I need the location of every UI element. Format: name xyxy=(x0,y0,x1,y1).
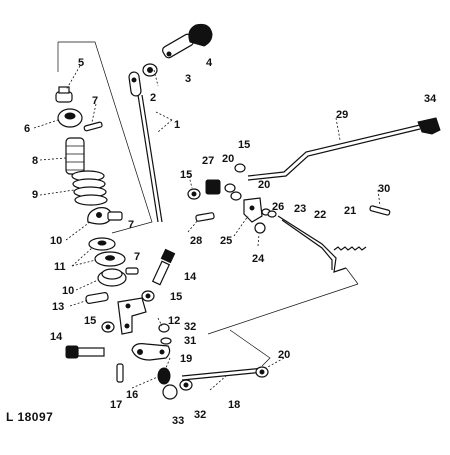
part-18-rod xyxy=(181,367,265,381)
part-15-nut-c xyxy=(187,188,201,200)
callout-label: 7 xyxy=(92,95,98,107)
part-12-bracket xyxy=(117,297,147,335)
part-4-knob xyxy=(188,23,213,47)
callout-label: 20 xyxy=(278,349,290,361)
callout-label: 20 xyxy=(258,179,270,191)
callout-label: 10 xyxy=(50,235,62,247)
part-10-cup-upper xyxy=(87,207,113,225)
callout-label: 7 xyxy=(128,219,134,231)
callout-label: 26 xyxy=(272,201,284,213)
part-6-washer xyxy=(57,108,83,128)
part-32-nut-lower xyxy=(179,379,193,391)
part-1-rod xyxy=(128,71,163,223)
part-31-washer xyxy=(160,337,172,345)
part-13-link xyxy=(85,292,109,304)
callout-label: 15 xyxy=(170,291,182,303)
part-17-pin xyxy=(116,363,124,383)
callout-label: 6 xyxy=(24,123,30,135)
callout-label: 27 xyxy=(202,155,214,167)
part-15-nut-b xyxy=(101,321,115,333)
callout-label: 15 xyxy=(238,139,250,151)
part-10-cup-lower xyxy=(97,268,127,287)
part-32-nut-upper xyxy=(158,323,170,333)
callout-label: 17 xyxy=(110,399,122,411)
callout-label: 13 xyxy=(52,301,64,313)
part-14-bolt-lower xyxy=(65,345,105,359)
callout-label: 32 xyxy=(194,409,206,421)
figure-id-label: L 18097 xyxy=(6,410,54,424)
callout-label: 5 xyxy=(78,57,84,69)
part-30-pin xyxy=(369,205,391,216)
callout-label: 23 xyxy=(294,203,306,215)
callout-label: 14 xyxy=(184,271,197,283)
part-34-clevis xyxy=(417,117,441,135)
part-20-nut-mid xyxy=(230,191,242,201)
part-11-washer-a xyxy=(88,237,116,251)
callout-label: 21 xyxy=(344,205,356,217)
part-9-spring xyxy=(71,170,108,206)
callout-label: 8 xyxy=(32,155,38,167)
part-5-cap xyxy=(55,86,73,103)
part-14-bolt-upper xyxy=(151,248,176,286)
callout-label: 24 xyxy=(252,253,265,265)
part-29-rod xyxy=(247,124,421,181)
part-27-block xyxy=(205,179,221,195)
callout-label: 16 xyxy=(126,389,138,401)
part-20-nut-upper xyxy=(224,183,236,193)
callout-label: 1 xyxy=(174,119,180,131)
callout-label: 14 xyxy=(50,331,63,343)
callout-label: 7 xyxy=(134,251,140,263)
callout-label: 15 xyxy=(84,315,96,327)
callout-label: 29 xyxy=(336,109,348,121)
part-19-ball-joint xyxy=(157,367,171,385)
part-21-spring xyxy=(333,246,367,251)
assembly-bracket xyxy=(58,41,153,234)
part-16-lever xyxy=(131,343,171,361)
callout-label: 2 xyxy=(150,92,156,104)
part-2-nut xyxy=(142,63,158,77)
callout-label: 12 xyxy=(168,315,180,327)
part-7-pin-top xyxy=(83,121,103,132)
callout-label: 20 xyxy=(222,153,234,165)
callout-label: 33 xyxy=(172,415,184,427)
part-7-plate-lower xyxy=(125,267,139,275)
callout-label: 30 xyxy=(378,183,390,195)
callout-label: 18 xyxy=(228,399,240,411)
part-25-bellcrank xyxy=(243,197,263,223)
callout-label: 10 xyxy=(62,285,74,297)
callout-label: 32 xyxy=(184,321,196,333)
callout-label: 9 xyxy=(32,189,38,201)
part-28-bolt xyxy=(195,212,215,222)
part-11-washer-b xyxy=(94,251,126,267)
part-8-boot xyxy=(65,137,85,175)
part-15-nut-d xyxy=(234,163,246,173)
part-33-ball-end xyxy=(162,384,178,400)
callout-label: 3 xyxy=(185,73,191,85)
callout-label: 22 xyxy=(314,209,326,221)
callout-label: 19 xyxy=(180,353,192,365)
part-23-washer xyxy=(267,210,277,218)
part-24-washer xyxy=(254,222,266,234)
callout-label: 25 xyxy=(220,235,232,247)
callout-label: 15 xyxy=(180,169,192,181)
part-20-nut-lower xyxy=(255,366,269,378)
part-15-nut-a xyxy=(141,290,155,302)
callout-label: 4 xyxy=(206,57,213,69)
part-22-rod xyxy=(277,215,347,273)
callout-label: 11 xyxy=(54,261,66,273)
part-7-plate-mid xyxy=(107,211,123,221)
callouts: 1 2 3 4 5 6 7 7 7 8 9 10 10 11 12 13 14 … xyxy=(24,57,437,427)
callout-label: 31 xyxy=(184,335,196,347)
callout-label: 28 xyxy=(190,235,202,247)
callout-label: 34 xyxy=(424,93,437,105)
